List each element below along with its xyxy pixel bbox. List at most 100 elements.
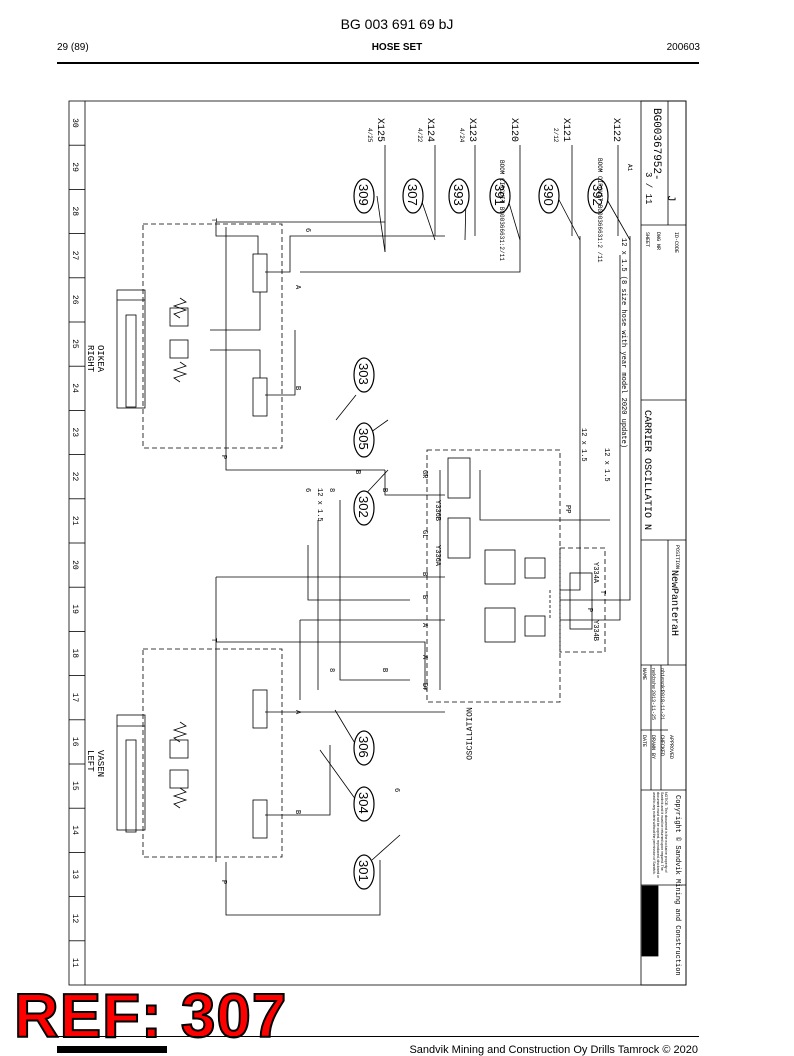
connector-x120-sub: BOOM CIRCUIT BG00366631:2/11: [498, 160, 505, 261]
right-cylinder-group: [116, 221, 521, 471]
drawn-by-label: DRAWN BY: [650, 735, 656, 759]
dwg-revision: A1: [626, 164, 633, 172]
port-t-right: T: [209, 218, 217, 222]
oscillation-label: OSCILLATION: [466, 707, 475, 760]
grid-column-label: 19: [70, 604, 79, 614]
drawing-title: CARRIER OSCILLATIO N: [641, 410, 652, 530]
connector-x125: X125: [374, 118, 385, 142]
port-b-left: B: [293, 810, 301, 814]
port-gr: GR: [420, 470, 428, 479]
hose-label-12-mid: 12 x 1.5: [315, 488, 323, 522]
connector-x123: X123: [466, 118, 477, 142]
right-cylinder-rod: [125, 314, 137, 408]
notice-box: NOTICE: This document is the exclusive p…: [652, 792, 668, 878]
name-label: NAME: [641, 668, 647, 680]
connector-x124: X124: [424, 118, 435, 142]
checked-name: ohiesoki: [659, 668, 665, 692]
left-cylinder-group: [116, 576, 445, 916]
port-dr: Dr: [420, 683, 428, 691]
sandvik-logo-bar: [641, 885, 659, 957]
sheet-label: SHEET: [644, 232, 650, 247]
reference-stamp: REF: 307: [13, 982, 288, 1051]
connector-x123-sub: 4/24: [458, 128, 465, 143]
callout-number-304: 304: [356, 792, 371, 814]
hose-label-6-top: 6: [303, 228, 311, 232]
port-b-right: B: [293, 386, 301, 390]
drawn-name: nekbshe: [650, 668, 656, 689]
section-title: HOSE SET: [371, 42, 423, 53]
dwg-label: DWG NR: [655, 232, 661, 250]
grid-column-label: 14: [70, 825, 79, 835]
right-manifold-box: [142, 223, 283, 449]
id-code-label: ID-CODE: [673, 232, 679, 253]
oscillation-unit-2: [484, 607, 516, 643]
port-a-left: A: [293, 710, 301, 715]
valve-label-y336a: Y336A: [433, 545, 441, 567]
port-b-lower: B: [380, 668, 388, 672]
callout-number-306: 306: [356, 736, 371, 758]
port-b-mid: B: [380, 488, 388, 492]
document-number: BG 003 691 69 bJ: [340, 16, 454, 32]
grid-column-label: 13: [70, 870, 79, 880]
hose-label-8-mid: 8: [327, 488, 335, 492]
position-value: NewPanteraH: [668, 570, 679, 636]
grid-column-label: 21: [70, 516, 79, 526]
port-p-left: P: [219, 880, 227, 884]
callout-number-393: 393: [451, 184, 466, 206]
grid-column-label: 11: [70, 958, 79, 968]
port-a-right: A: [293, 285, 301, 290]
callout-bubble-390: [538, 178, 560, 214]
callout-number-391: 391: [492, 184, 507, 206]
oscillation-box: [426, 449, 561, 703]
callout-bubble-302: [353, 490, 375, 526]
sandvik-brand: SANDVIK: [640, 895, 652, 942]
grid-column-label: 18: [70, 649, 79, 659]
hose-label-update: 12 x 1.5 (8 size hose with year model 20…: [619, 238, 627, 448]
grid-column-label: 30: [70, 118, 79, 128]
checked-date: 2018-11-21: [659, 690, 665, 720]
valve-y336a: [447, 517, 471, 559]
right-cylinder-label-1: OIKEA: [95, 345, 105, 373]
port-w: B: [353, 470, 361, 474]
id-code-value: J: [664, 195, 676, 202]
callout-number-303: 303: [356, 363, 371, 385]
port-a-osc-2: A: [420, 655, 428, 660]
grid-column-label: 12: [70, 914, 79, 924]
connector-x125-sub: 4/25: [366, 128, 373, 143]
callout-bubble-306: [353, 730, 375, 766]
connector-x121: X121: [560, 118, 571, 142]
valve-label-y334a: Y334A: [591, 562, 599, 584]
connector-x122: X122: [610, 118, 621, 142]
grid-column-label: 27: [70, 251, 79, 261]
callout-bubble-392: [587, 178, 609, 214]
left-cylinder-body: [116, 714, 146, 831]
valve-label-y334b: Y334B: [591, 620, 599, 641]
right-relief-valve-2: [169, 339, 189, 359]
hose-label-12-a: 12 x 1.5: [579, 428, 587, 462]
grid-column-label: 29: [70, 162, 79, 172]
connector-x124-sub: 4/22: [416, 128, 423, 143]
oscillation-unit-1: [484, 549, 516, 585]
position-label: POSITION: [674, 545, 680, 569]
right-cylinder-body: [116, 289, 146, 409]
grid-column-label: 17: [70, 693, 79, 703]
callout-bubble-304: [353, 786, 375, 822]
hose-label-8-lower: 8: [327, 668, 335, 672]
callout-number-392: 392: [590, 184, 605, 206]
footer-logo: [57, 1046, 167, 1053]
grid-column-label: 24: [70, 383, 79, 393]
callout-number-309: 309: [356, 184, 371, 206]
port-b-osc-1: B: [420, 572, 428, 576]
callout-number-301: 301: [356, 860, 371, 882]
callout-bubble-391: [489, 178, 511, 214]
left-check-valve-b: [252, 799, 268, 839]
grid-column-label: 23: [70, 428, 79, 438]
drawing-frame: [68, 100, 687, 986]
title-block: [640, 100, 687, 986]
callout-bubble-305: [353, 422, 375, 458]
valve-y336b: [447, 457, 471, 499]
left-check-valve-a: [252, 689, 268, 729]
grid-column-label: 15: [70, 781, 79, 791]
